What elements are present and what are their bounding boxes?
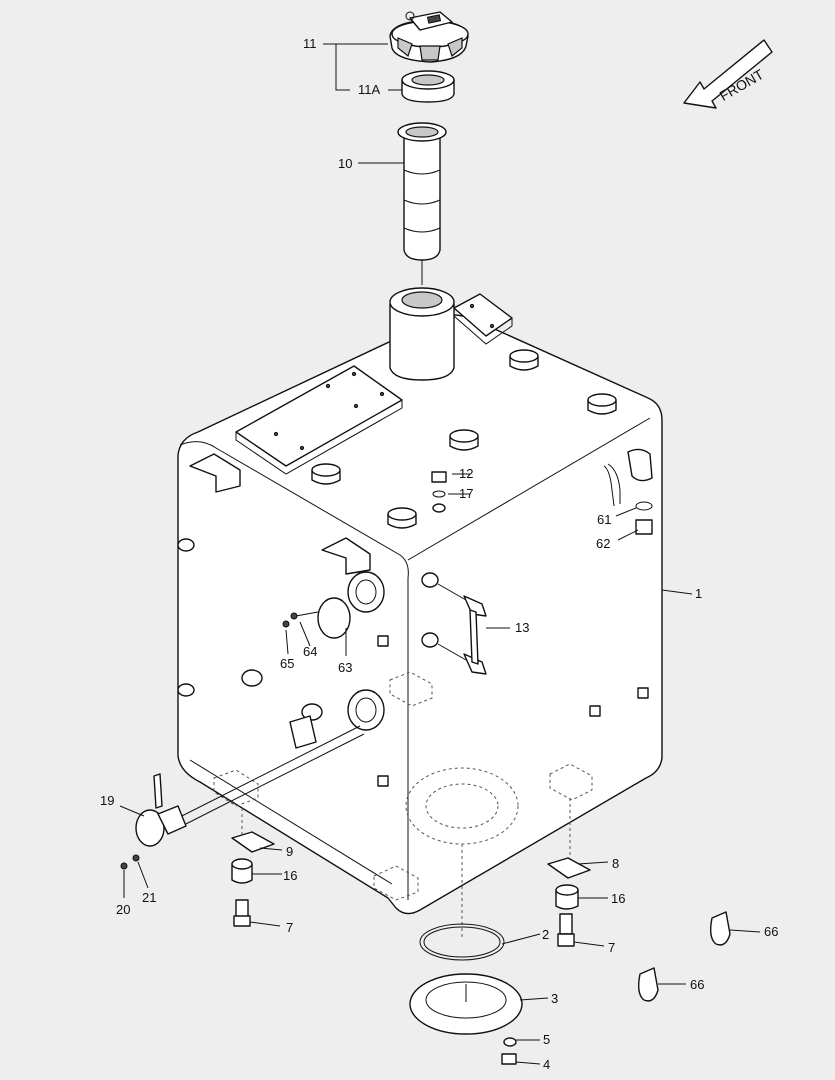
side-bosses [177,538,649,787]
sensor-assembly [120,689,385,870]
callout-21: 21 [142,890,156,905]
callout-66-right: 66 [764,924,778,939]
callout-7-left: 7 [286,920,293,935]
side-plug [635,519,653,535]
callout-20: 20 [116,902,130,917]
callout-61: 61 [597,512,611,527]
filler-neck [389,287,455,381]
callout-7-right: 7 [608,940,615,955]
breather-pipe [603,448,653,511]
callout-64: 64 [303,644,317,659]
fuel-cap [389,11,469,63]
mount-hardware-right [547,798,591,947]
callout-leaders [119,43,761,1065]
callout-9: 9 [286,844,293,859]
side-port-flange [282,571,385,639]
front-direction-arrow: FRONT [683,39,773,109]
callout-12: 12 [459,466,473,481]
mount-hardware-left [231,808,275,927]
callout-11a: 11A [358,82,380,97]
callout-19: 19 [100,793,114,808]
hose-clips [637,911,731,1002]
callout-17: 17 [459,486,473,501]
callout-4: 4 [543,1057,550,1072]
callout-62: 62 [596,536,610,551]
bottom-cover [409,844,523,1065]
callout-66-left: 66 [690,977,704,992]
callout-11: 11 [303,36,317,51]
callout-13: 13 [515,620,529,635]
callout-5: 5 [543,1032,550,1047]
side-brackets [189,453,371,575]
callout-16-right: 16 [611,891,625,906]
callout-10: 10 [338,156,352,171]
callout-3: 3 [551,991,558,1006]
level-gauge [421,572,487,675]
callout-63: 63 [338,660,352,675]
callout-1: 1 [695,586,702,601]
filler-strainer [397,122,447,261]
callout-labels: 11 11A 10 1 12 17 13 61 62 63 64 65 19 2… [100,36,778,1072]
callout-8: 8 [612,856,619,871]
drain-plug-top [431,471,447,513]
callout-16-left: 16 [283,868,297,883]
hydraulic-tank-body [177,314,663,915]
top-cover-plate [453,293,513,345]
callout-65: 65 [280,656,294,671]
top-bosses [311,349,617,529]
strainer-ring [401,70,455,103]
callout-2: 2 [542,927,549,942]
